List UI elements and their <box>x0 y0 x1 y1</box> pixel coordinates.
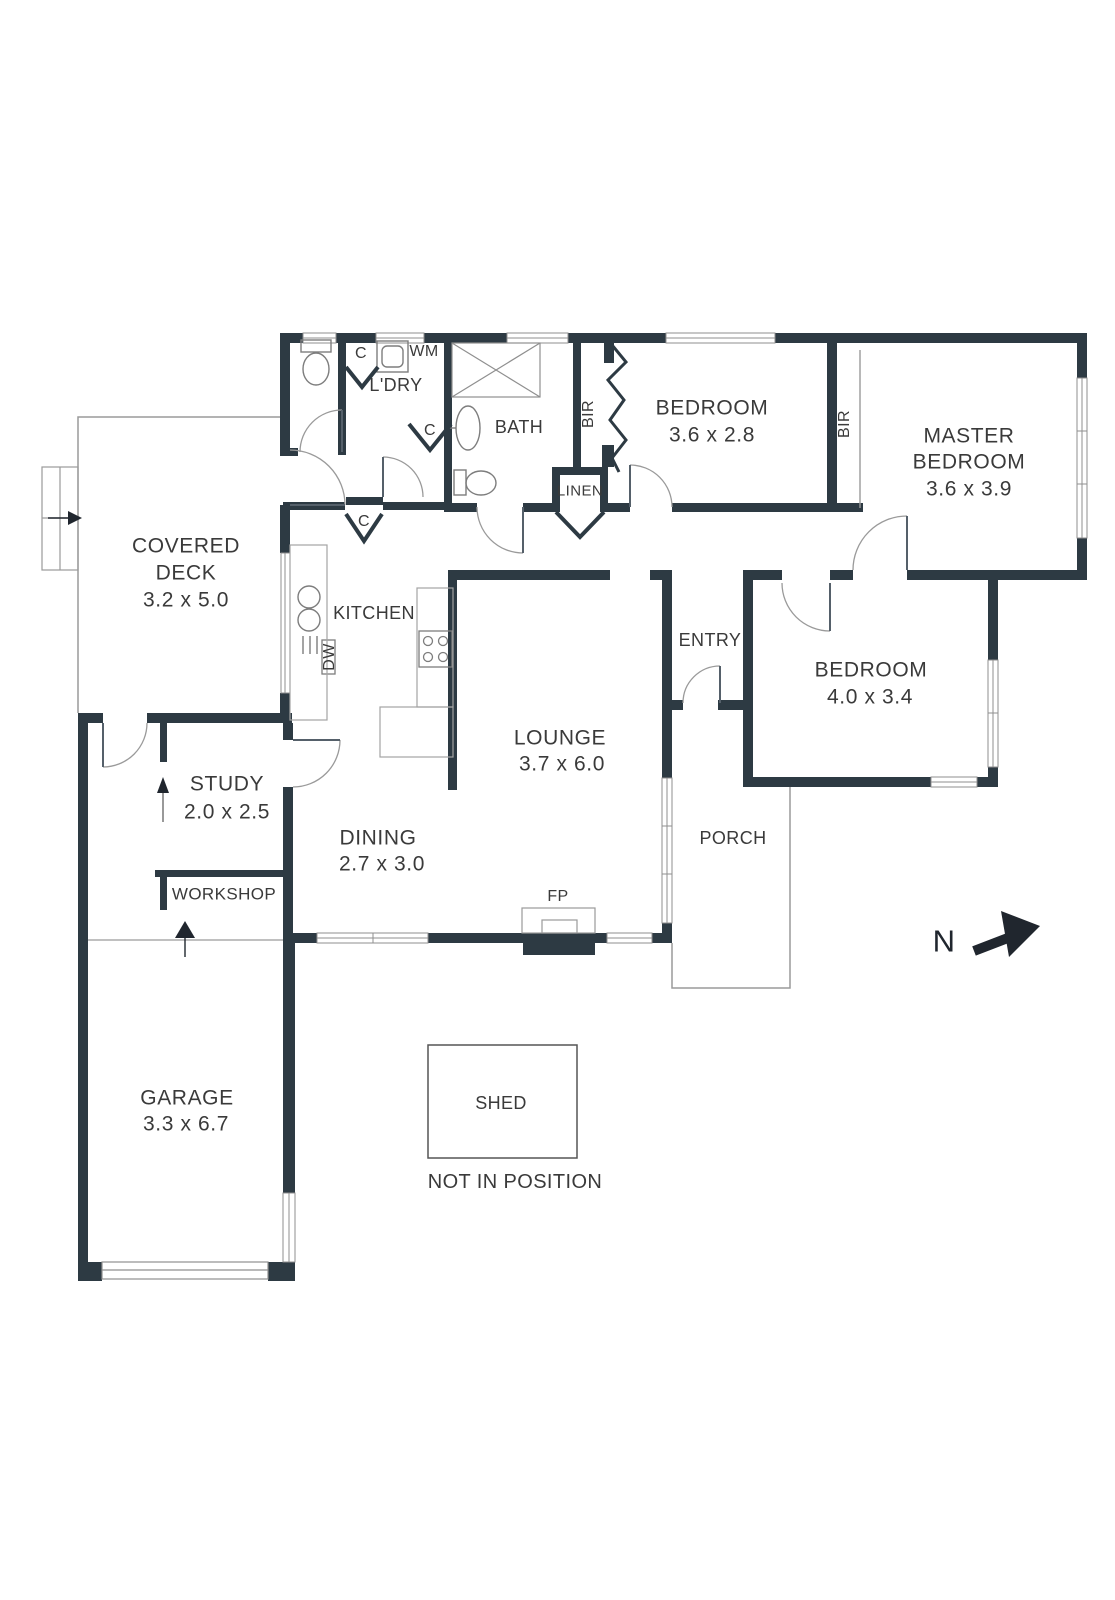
room-dims-lounge: 3.7 x 6.0 <box>519 752 605 776</box>
room-dims-garage: 3.3 x 6.7 <box>143 1112 229 1136</box>
shed-outline <box>427 1044 578 1159</box>
cupboard-door-chevron-2 <box>407 422 453 454</box>
toilet-icon-bath <box>453 469 497 496</box>
robe-zigzag <box>605 344 629 473</box>
workshop-arrow <box>175 921 195 957</box>
room-dims-bedroom2: 4.0 x 3.4 <box>827 685 913 709</box>
room-label-shed: SHED <box>475 1093 527 1113</box>
room-label-linen: LINEN <box>556 482 604 500</box>
cupboard-label-3: C <box>358 513 370 530</box>
room-label-laundry: L'DRY <box>369 375 423 395</box>
robe-label-1: BIR <box>580 400 597 428</box>
room-label-entry: ENTRY <box>678 630 742 650</box>
step-arrow <box>48 511 82 525</box>
dishwasher-label: DW <box>321 643 338 671</box>
robe-label-2: BIR <box>836 410 853 438</box>
room-label-garage: GARAGE <box>140 1086 234 1110</box>
room-label-bath: BATH <box>494 417 544 437</box>
room-label-porch: PORCH <box>699 828 767 848</box>
room-dims-master: 3.6 x 3.9 <box>926 477 1012 501</box>
fireplace-label: FP <box>547 888 569 905</box>
room-label-dining: DINING <box>339 826 417 850</box>
room-label-bedroom2: BEDROOM <box>814 658 928 682</box>
room-dims-study: 2.0 x 2.5 <box>184 800 270 824</box>
door-arcs <box>102 409 908 788</box>
room-label-workshop: WORKSHOP <box>171 884 277 904</box>
room-dims-bedroom1: 3.6 x 2.8 <box>669 423 755 447</box>
north-label: N <box>932 923 956 959</box>
shed-note: NOT IN POSITION <box>427 1171 603 1193</box>
linen-door-chevron <box>554 510 606 540</box>
porch-outline <box>671 787 791 989</box>
walls <box>78 333 1087 1281</box>
cupboard-label-1: C <box>355 345 367 362</box>
toilet-icon-wc <box>300 339 332 386</box>
room-label-study: STUDY <box>189 772 265 796</box>
room-label-kitchen: KITCHEN <box>333 603 415 623</box>
washing-machine-icon <box>376 340 409 373</box>
room-label-master-line2: BEDROOM <box>912 450 1026 474</box>
fireplace-icon <box>521 907 596 934</box>
room-dims-covered-deck: 3.2 x 5.0 <box>143 588 229 612</box>
cupboard-door-chevron-3 <box>344 512 384 545</box>
washing-machine-label: WM <box>409 343 439 360</box>
garage-door <box>101 1261 269 1280</box>
kitchen-benches <box>289 544 454 758</box>
room-label-master-line1: MASTER <box>923 424 1015 448</box>
cupboard-label-2: C <box>424 422 436 439</box>
stove-icon <box>418 630 453 668</box>
room-label-lounge: LOUNGE <box>513 726 607 750</box>
room-label-bedroom1: BEDROOM <box>655 396 769 420</box>
room-dims-dining: 2.7 x 3.0 <box>339 852 425 876</box>
sink-icon <box>297 585 321 654</box>
study-arrow <box>157 777 169 822</box>
room-label-covered-deck-line1: COVERED <box>131 534 241 558</box>
dishwasher-icon <box>321 639 336 675</box>
deck-outline <box>77 416 280 713</box>
shower-icon <box>451 342 541 398</box>
room-label-covered-deck-line2: DECK <box>155 561 217 585</box>
windows <box>280 332 1088 1263</box>
cupboard-door-chevron-1 <box>344 365 380 391</box>
north-arrow <box>972 911 1040 957</box>
